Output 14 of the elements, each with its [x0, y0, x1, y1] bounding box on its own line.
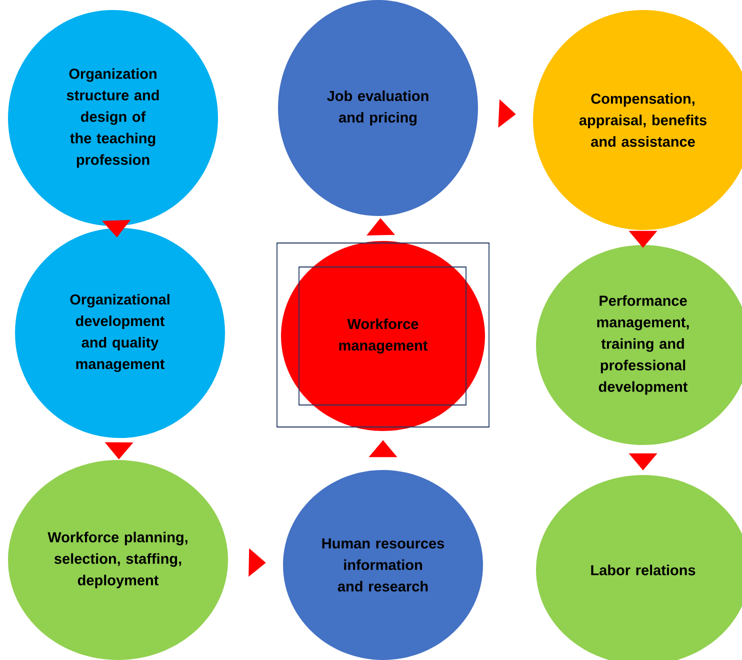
arrow: [498, 99, 516, 128]
arrow: [102, 220, 131, 238]
circle-node: Workforce management: [281, 241, 485, 431]
circle-node: Human resources information and research: [283, 470, 483, 660]
circle-node: Organizational development and quality management: [15, 228, 225, 438]
circle-node: Workforce planning, selection, staffing, deployment: [8, 460, 228, 660]
arrow: [368, 440, 398, 458]
circle-node: Organization structure and design of the teaching profession: [8, 10, 218, 226]
arrow: [366, 218, 396, 236]
arrow: [628, 230, 658, 248]
arrow: [628, 453, 658, 470]
arrow: [104, 442, 134, 460]
circle-node: Job evaluation and pricing: [278, 0, 478, 216]
arrow: [248, 548, 266, 577]
